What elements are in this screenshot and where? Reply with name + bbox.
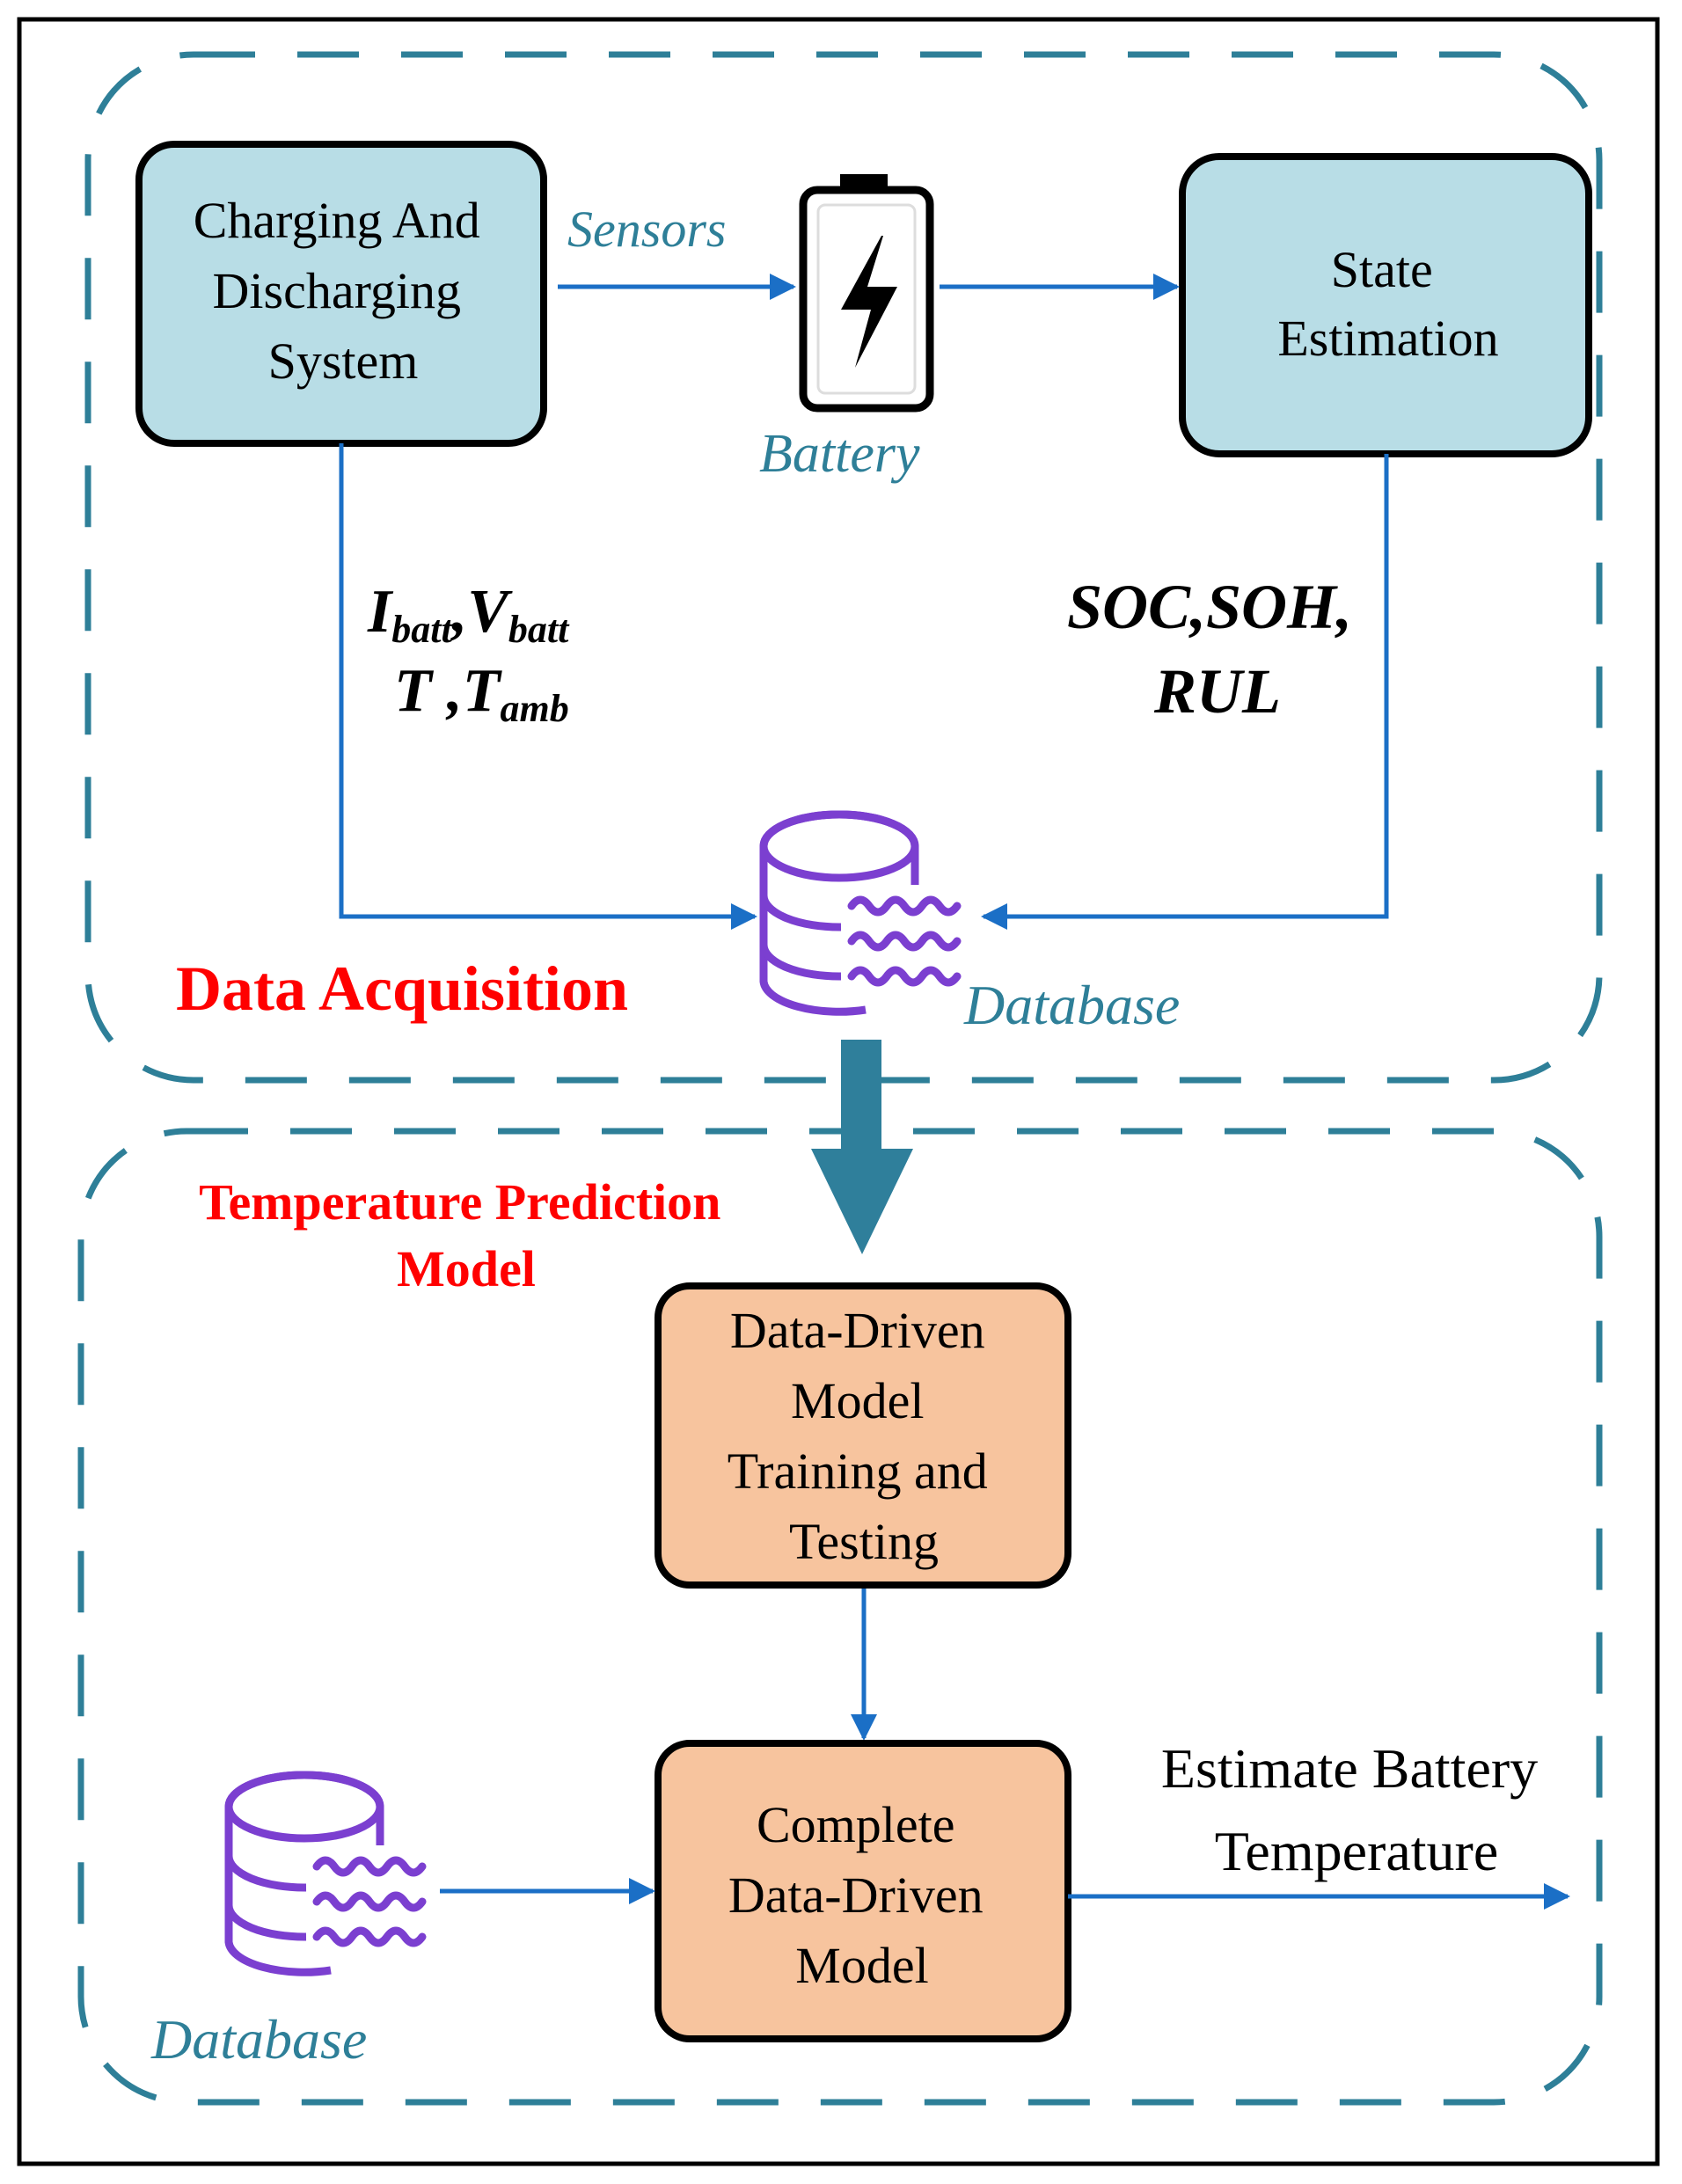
arrow-states-to-database: [981, 454, 1389, 930]
prediction-title-line-2: Model: [397, 1240, 536, 1297]
state-estimation-line-2: Estimation: [1277, 310, 1498, 367]
battery-label: Battery: [759, 424, 920, 484]
states-line-2: RUL: [1153, 656, 1281, 727]
t-amb-sub: amb: [501, 687, 569, 730]
states-line-1: SOC,SOH,: [1067, 572, 1352, 642]
complete-line-2: Data-Driven: [728, 1866, 984, 1924]
arrow-measurements-to-database: [339, 443, 757, 930]
training-line-3: Training and: [728, 1443, 988, 1500]
svg-text:SOC,SOH, RUL: SOC,SOH, RUL: [1067, 572, 1368, 727]
training-line-2: Model: [791, 1372, 924, 1429]
training-line-1: Data-Driven: [730, 1302, 985, 1359]
state-estimation-line-1: State: [1331, 241, 1433, 298]
estimate-line-1: Estimate Battery: [1161, 1737, 1538, 1800]
database-icon: [764, 814, 957, 1012]
data-acquisition-region: [84, 51, 1603, 1084]
complete-line-3: Model: [795, 1937, 928, 1994]
comma-2: ,: [432, 657, 463, 725]
database-bottom-label: Database: [150, 2008, 367, 2071]
training-testing-box: [655, 1282, 1071, 1589]
svg-text:Temperature Prediction Mod: Temperature Prediction Model: [199, 1173, 734, 1297]
database-top-label: Database: [963, 974, 1180, 1036]
state-estimation-box: [1179, 153, 1592, 457]
big-down-arrow: [811, 1040, 913, 1254]
temperature-prediction-region: [77, 1128, 1603, 2106]
svg-text:Data-Driven Model Trai: Data-Driven Model Training and Testing: [728, 1302, 1000, 1570]
charging-line-2: Discharging: [213, 262, 461, 319]
prediction-title-line-1: Temperature Prediction: [199, 1173, 720, 1231]
svg-text:Estimate Battery Temperatu: Estimate Battery Temperature: [1161, 1737, 1552, 1882]
training-line-4: Testing: [789, 1513, 939, 1570]
svg-text:Complete Data-Driven M: Complete Data-Driven Model: [728, 1796, 996, 1994]
comma-1: ,: [450, 578, 468, 646]
sensors-label: Sensors: [567, 201, 726, 258]
complete-line-1: Complete: [757, 1796, 955, 1853]
t-amb-main: T: [463, 657, 503, 725]
measurement-line-2: T ,Tamb: [394, 657, 569, 730]
v-batt-sub: batt: [508, 608, 570, 651]
measurement-line-1: Ibatt,Vbatt: [367, 578, 570, 651]
charging-line-1: Charging And: [194, 192, 480, 249]
data-acquisition-title: Data Acquisition: [176, 953, 628, 1024]
charging-line-3: System: [268, 332, 419, 390]
outer-frame: [17, 17, 1660, 2166]
svg-text:Charging And Discharging: Charging And Discharging System: [194, 192, 494, 390]
complete-model-box: [655, 1740, 1071, 2042]
estimate-line-2: Temperature: [1215, 1820, 1498, 1882]
t-main: T: [394, 657, 435, 725]
i-batt-main: I: [367, 578, 394, 646]
database-icon: [229, 1775, 422, 1972]
i-batt-sub: batt: [391, 608, 453, 651]
battery-bolt-icon: [799, 174, 934, 413]
v-batt-main: V: [467, 578, 513, 646]
svg-text:State Estimation: State Estimation: [1277, 241, 1498, 367]
